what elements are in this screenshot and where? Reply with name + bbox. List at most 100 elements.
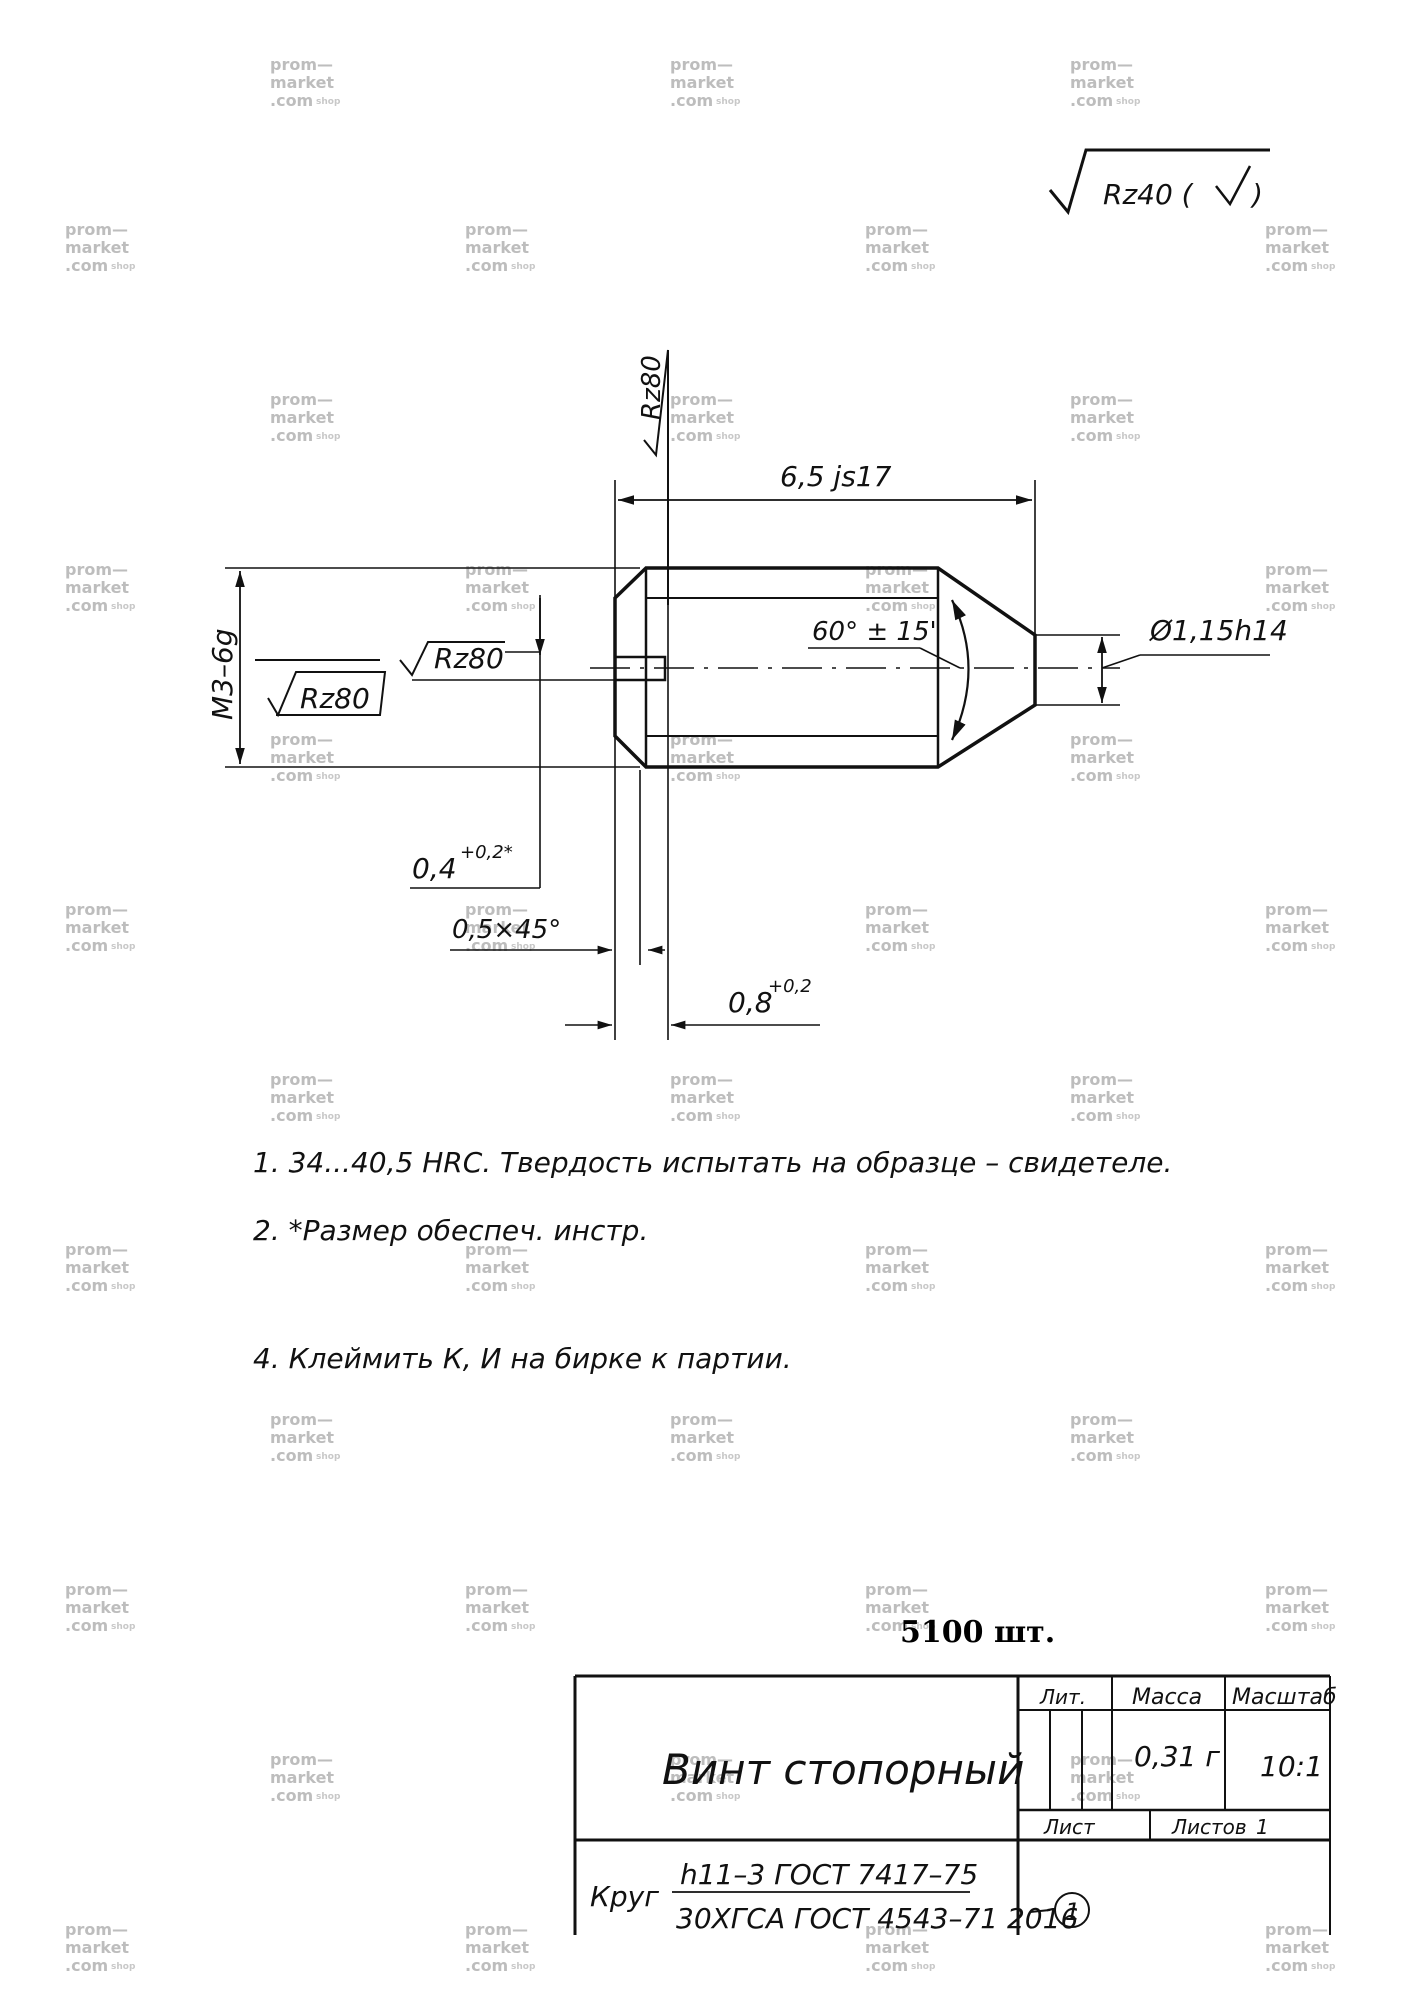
note-4: 4. Клеймить К, И на бирке к партии. [253,1342,792,1375]
watermark-text: market [270,73,334,92]
watermark-suffix: shop [1116,1792,1141,1802]
watermark-suffix: shop [316,1452,341,1462]
watermark-text: .com [1265,1616,1308,1635]
watermark-text: market [65,578,129,597]
watermark-text: prom— [1070,390,1133,409]
slot-depth-tolerance: +0,2* [460,842,513,863]
watermark-suffix: shop [111,1622,136,1632]
watermark-text: market [670,408,734,427]
left-inner-roughness-text: Rz80 [434,642,504,675]
watermark-text: prom— [1265,1580,1328,1599]
watermark-text: market [1265,1598,1329,1617]
watermark-text: market [465,578,529,597]
thread-dimension: M3–6g [206,567,640,768]
watermark-text: prom— [270,730,333,749]
watermark-text: prom— [865,1920,928,1939]
watermark-text: market [1265,918,1329,937]
chamfer-dimension: 0,5×45° [450,915,665,955]
note-2: 2. *Размер обеспеч. инстр. [253,1214,648,1247]
watermark-text: market [1070,1428,1134,1447]
watermark-text: market [1265,578,1329,597]
watermark-text: .com [1070,766,1113,785]
watermark-suffix: shop [1311,1962,1336,1972]
watermark-suffix: shop [111,1962,136,1972]
watermark-text: market [1070,748,1134,767]
watermark-suffix: shop [911,1622,936,1632]
watermark-text: market [670,748,734,767]
thread-text: M3–6g [206,628,239,720]
tip-diameter-text: Ø1,15h14 [1149,614,1288,647]
watermark-text: .com [670,91,713,110]
watermark-text: market [65,1598,129,1617]
watermark-text: prom— [65,900,128,919]
left-roughness-symbols: Rz80 Rz80 [255,641,615,718]
watermark-text: prom— [865,1240,928,1259]
watermark-text: prom— [465,220,528,239]
sheet-label: Лист [1043,1815,1096,1839]
watermark-text: .com [270,1446,313,1465]
watermark-text: market [670,73,734,92]
watermark-text: .com [670,1786,713,1805]
watermark-text: .com [270,766,313,785]
general-roughness-text: Rz40 ( [1103,178,1194,211]
watermark-text: prom— [670,390,733,409]
watermark-suffix: shop [911,942,936,952]
watermark-suffix: shop [1116,1452,1141,1462]
watermark-text: market [670,1088,734,1107]
watermark-suffix: shop [1116,1112,1141,1122]
watermark-text: prom— [1265,1920,1328,1939]
watermark-text: market [865,918,929,937]
watermark-text: prom— [65,560,128,579]
watermark-suffix: shop [1116,772,1141,782]
watermark-text: market [65,1258,129,1277]
watermark-text: .com [465,1956,508,1975]
watermark-text: prom— [1265,560,1328,579]
watermark-text: .com [1070,91,1113,110]
scale-label: Масштаб [1232,1685,1337,1710]
watermark-text: .com [1070,426,1113,445]
watermark-text: prom— [270,390,333,409]
top-roughness-text: Rz80 [637,355,667,420]
watermark-text: prom— [670,1750,733,1769]
watermark-text: .com [65,1616,108,1635]
watermark-text: prom— [670,1070,733,1089]
mass-label: Масса [1132,1685,1202,1710]
watermark-text: .com [65,1956,108,1975]
watermark-text: .com [1265,596,1308,615]
sheets-label: Листов [1171,1815,1247,1839]
watermark-text: .com [270,426,313,445]
watermark-text: .com [270,1786,313,1805]
top-roughness-symbol: Rz80 [637,349,669,605]
watermark-suffix: shop [511,602,536,612]
watermark-text: prom— [65,220,128,239]
watermark-text: market [1265,1938,1329,1957]
watermark-suffix: shop [1311,942,1336,952]
slot-depth-text: 0,4 [412,852,457,885]
watermark-suffix: shop [511,1282,536,1292]
watermark-text: .com [1265,936,1308,955]
technical-notes: 1. 34...40,5 HRC. Твердость испытать на … [253,1146,1172,1375]
watermark-suffix: shop [511,262,536,272]
watermark-text: prom— [1265,220,1328,239]
title-block: Лит. Масса Масштаб 0,31 г 10:1 Лист Лист… [573,1674,1337,1935]
watermark-text: prom— [270,55,333,74]
